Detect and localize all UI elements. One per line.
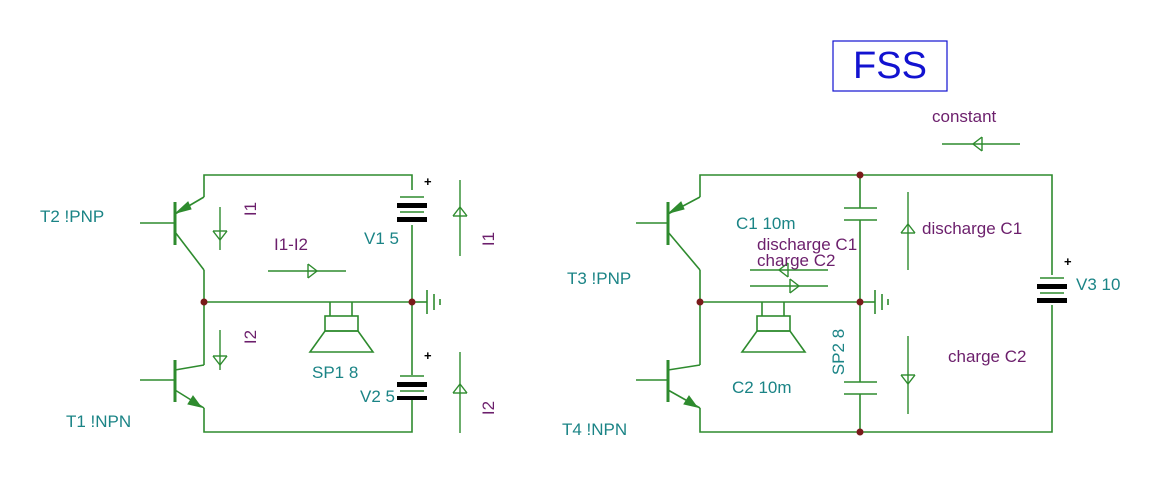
label-sp2: SP2 8 xyxy=(829,329,848,375)
label-v3: V3 10 xyxy=(1076,275,1120,294)
battery-v3: + xyxy=(1037,254,1072,303)
junction-dot xyxy=(856,171,864,179)
label-t3: T3 !PNP xyxy=(567,269,631,288)
transistor-t2 xyxy=(140,196,205,271)
label-v1: V1 5 xyxy=(364,229,399,248)
transistor-t4 xyxy=(636,360,701,409)
current-arrow-discharge-c1-b xyxy=(900,192,916,270)
capacitor-c1 xyxy=(844,207,877,221)
right-circuit: + xyxy=(562,107,1120,439)
label-charge-c2-b: charge C2 xyxy=(948,347,1026,366)
current-arrow-discharge-c1-a xyxy=(750,262,828,278)
current-arrow-i2-a xyxy=(212,330,228,370)
label-i2-a: I2 xyxy=(241,330,260,344)
junction-dot xyxy=(856,298,864,306)
capacitor-c2 xyxy=(844,381,877,395)
junction-dot xyxy=(696,298,704,306)
current-arrow-charge-c2-b xyxy=(900,336,916,414)
left-circuit: + + xyxy=(40,174,498,433)
title: FSS xyxy=(853,45,927,87)
label-constant: constant xyxy=(932,107,997,126)
transistor-t3 xyxy=(636,196,701,271)
junction-dot xyxy=(408,298,416,306)
label-discharge-c1-a: discharge C1 xyxy=(757,235,857,254)
title-box: FSS xyxy=(832,40,948,92)
current-arrow-constant xyxy=(942,136,1020,152)
label-charge-c2-a: charge C2 xyxy=(757,251,835,270)
label-t4: T4 !NPN xyxy=(562,420,627,439)
label-t2: T2 !PNP xyxy=(40,207,104,226)
junction-dot xyxy=(200,298,208,306)
label-v2: V2 5 xyxy=(360,387,395,406)
label-i2-b: I2 xyxy=(479,401,498,415)
left-wires xyxy=(203,174,441,433)
label-i1-a: I1 xyxy=(241,202,260,216)
label-i1-minus-i2: I1-I2 xyxy=(274,235,308,254)
right-wires xyxy=(699,174,1053,433)
speaker-sp2 xyxy=(740,315,807,353)
label-t1: T1 !NPN xyxy=(66,412,131,431)
junction-dot xyxy=(856,428,864,436)
current-arrow-i2-b xyxy=(452,352,468,433)
label-c2: C2 10m xyxy=(732,378,792,397)
current-arrow-i1-b xyxy=(452,180,468,256)
battery-v1: + xyxy=(397,174,432,222)
current-arrow-charge-c2-a xyxy=(750,278,828,294)
v3-plus-sign: + xyxy=(1064,254,1072,269)
label-i1-b: I1 xyxy=(479,232,498,246)
v1-plus-sign: + xyxy=(424,174,432,189)
battery-v2: + xyxy=(397,348,432,400)
label-discharge-c1-b: discharge C1 xyxy=(922,219,1022,238)
label-sp1: SP1 8 xyxy=(312,363,358,382)
label-c1: C1 10m xyxy=(736,214,796,233)
current-arrow-i1-a xyxy=(212,207,228,250)
speaker-sp1 xyxy=(308,315,375,353)
v2-plus-sign: + xyxy=(424,348,432,363)
transistor-t1 xyxy=(140,360,205,409)
current-arrow-i1-minus-i2 xyxy=(268,263,346,279)
